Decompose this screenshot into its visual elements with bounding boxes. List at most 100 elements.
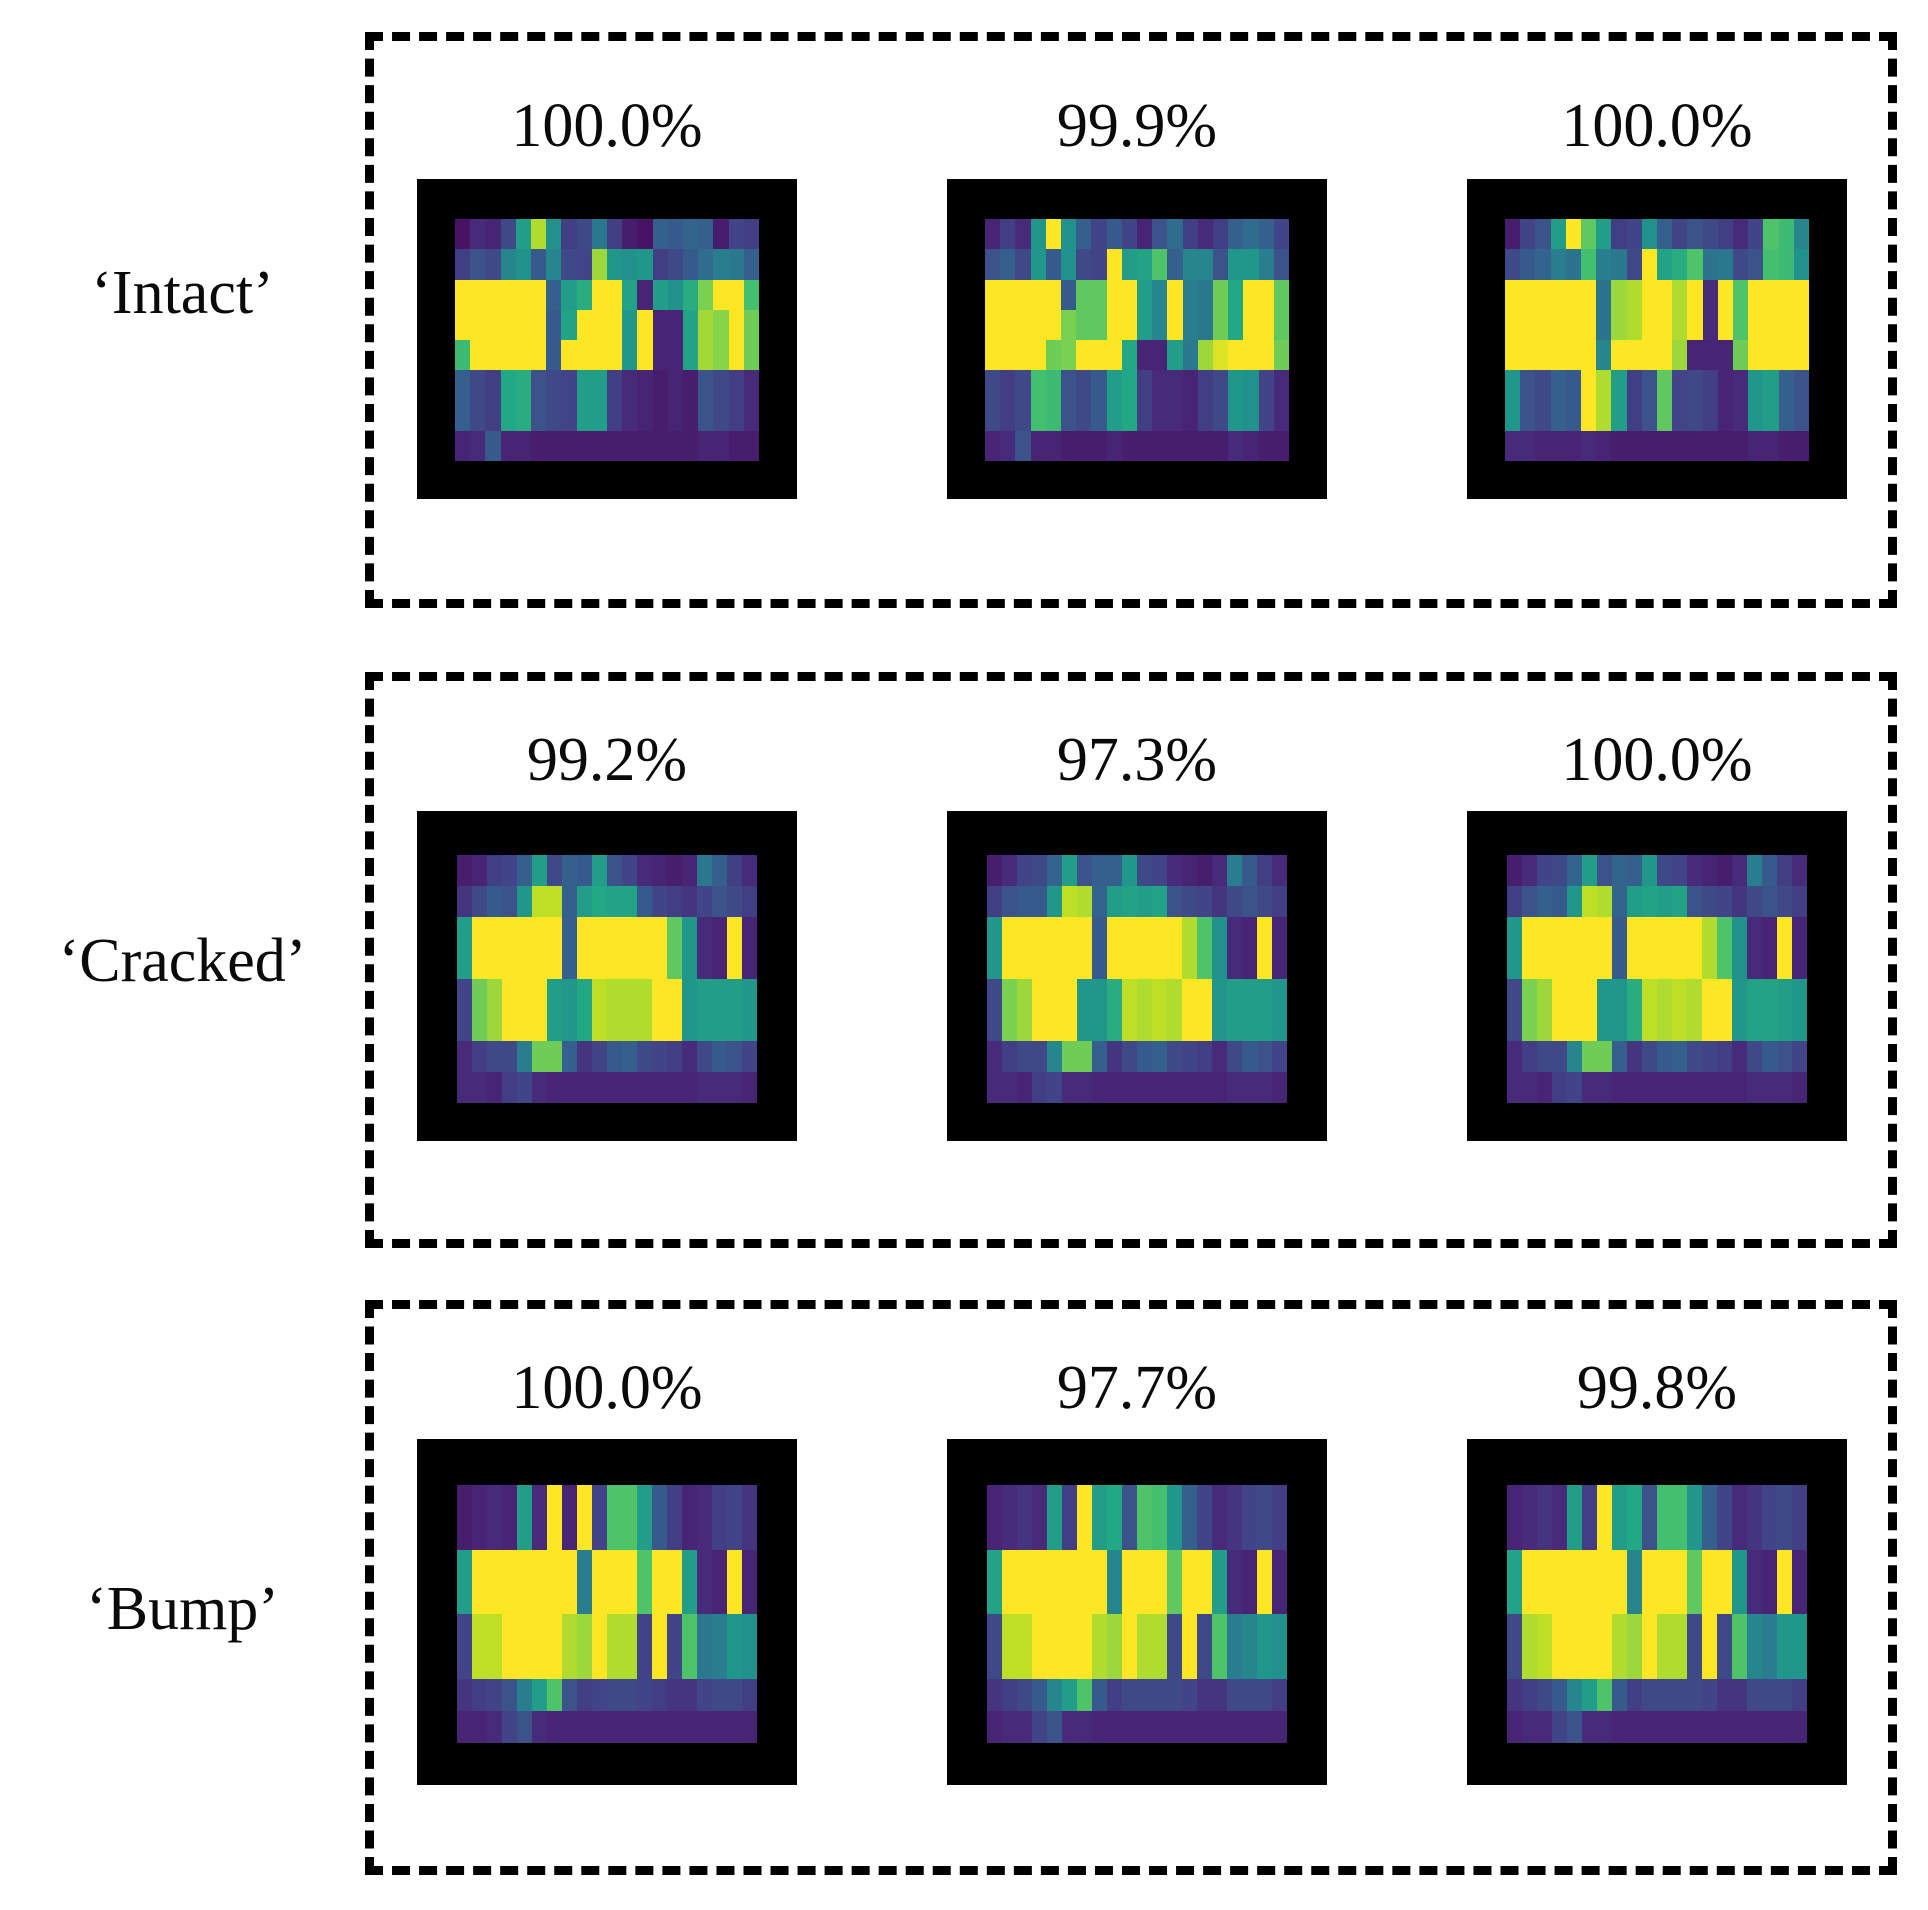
heatmap-cell	[1032, 1646, 1047, 1679]
heatmap-cell	[1717, 1517, 1732, 1550]
heatmap-cell	[697, 1041, 712, 1072]
heatmap-cell	[1672, 309, 1688, 340]
heatmap-cell	[697, 1485, 712, 1518]
heatmap-cell	[1106, 279, 1122, 310]
heatmap-cell	[1505, 400, 1521, 431]
heatmap-cell	[576, 219, 592, 250]
heatmap-cell	[1641, 340, 1657, 371]
heatmap-cell	[1612, 1517, 1627, 1550]
heatmap-cell	[1030, 219, 1046, 250]
heatmap-cell	[607, 1581, 622, 1614]
heatmap-cell	[1792, 917, 1807, 948]
heatmap-cell	[1535, 430, 1551, 461]
heatmap-cell	[1702, 948, 1717, 979]
heatmap-cell	[1197, 1072, 1212, 1103]
heatmap-cell	[1507, 855, 1522, 886]
heatmap-cell	[1167, 1710, 1182, 1743]
heatmap-cell	[1717, 886, 1732, 917]
heatmap-cell	[1657, 1678, 1672, 1711]
heatmap-cell	[1152, 948, 1167, 979]
heatmap-cell	[485, 370, 501, 401]
heatmap-cell	[712, 855, 727, 886]
heatmap-cell	[502, 1010, 517, 1041]
heatmap-cell	[1702, 917, 1717, 948]
heatmap-cell	[1672, 279, 1688, 310]
heatmap-cell	[1732, 979, 1747, 1010]
heatmap-cell	[1582, 917, 1597, 948]
heatmap-cell	[1182, 219, 1198, 250]
heatmap-grid	[1507, 1485, 1807, 1743]
heatmap-cell	[1137, 979, 1152, 1010]
heatmap-cell	[1137, 1678, 1152, 1711]
heatmap-cell	[1197, 249, 1213, 280]
heatmap-cell	[1537, 1485, 1552, 1518]
heatmap-cell	[1611, 279, 1627, 310]
heatmap-cell	[682, 309, 699, 340]
heatmap-cell	[1717, 1010, 1732, 1041]
heatmap-cell	[742, 855, 757, 886]
heatmap-cell	[592, 948, 607, 979]
heatmap-cell	[712, 1646, 727, 1679]
heatmap-cell	[1182, 1581, 1197, 1614]
heatmap-cell	[1702, 1517, 1717, 1550]
heatmap-cell	[1732, 1517, 1747, 1550]
heatmap-cell	[1537, 1517, 1552, 1550]
heatmap-cell	[637, 340, 653, 371]
heatmap-cell	[1243, 279, 1259, 310]
heatmap-cell	[562, 886, 577, 917]
heatmap-cell	[1522, 1581, 1537, 1614]
heatmap-cell	[502, 855, 517, 886]
heatmap-cell	[1045, 370, 1061, 401]
heatmap-cell	[1522, 1678, 1537, 1711]
heatmap-cell	[742, 1072, 757, 1103]
heatmap-cell	[1732, 279, 1749, 310]
heatmap-tile	[1467, 1439, 1847, 1785]
heatmap-cell	[1672, 400, 1688, 431]
heatmap-cell	[472, 1710, 487, 1743]
heatmap-cell	[1047, 1646, 1062, 1679]
heatmap-cell	[698, 249, 714, 280]
heatmap-cell	[1182, 309, 1198, 340]
heatmap-cell	[1507, 1549, 1522, 1582]
heatmap-cell	[1002, 1678, 1017, 1711]
heatmap-cell	[1212, 400, 1229, 431]
heatmap-cell	[1152, 1041, 1167, 1072]
heatmap-cell	[1763, 219, 1779, 250]
heatmap-cell	[1182, 1010, 1197, 1041]
heatmap-cell	[1167, 309, 1183, 340]
heatmap-cell	[577, 1010, 592, 1041]
heatmap-cell	[1702, 1041, 1717, 1072]
heatmap-cell	[515, 430, 531, 461]
heatmap-cell	[1656, 279, 1673, 310]
heatmap-cell	[562, 1010, 577, 1041]
heatmap-cell	[1047, 886, 1062, 917]
heatmap-cell	[562, 979, 577, 1010]
heatmap-grid	[455, 219, 759, 461]
heatmap-cell	[607, 979, 622, 1010]
heatmap-cell	[1047, 1614, 1062, 1647]
heatmap-cell	[577, 1072, 592, 1103]
heatmap-cell	[1015, 219, 1031, 250]
heatmap-cell	[682, 917, 697, 948]
heatmap-cell	[1732, 430, 1749, 461]
heatmap-cell	[500, 219, 516, 250]
heatmap-cell	[1167, 340, 1183, 371]
heatmap-cell	[1717, 219, 1733, 250]
heatmap-cell	[1257, 1581, 1272, 1614]
heatmap-cell	[1612, 1710, 1627, 1743]
heatmap-cell	[1136, 219, 1153, 250]
heatmap-cell	[607, 1614, 622, 1647]
heatmap-cell	[1228, 340, 1244, 371]
heatmap-cell	[515, 340, 531, 371]
heatmap-cell	[727, 886, 742, 917]
heatmap-cell	[1152, 309, 1168, 340]
heatmap-cell	[1702, 340, 1718, 371]
accuracy-label: 100.0%	[1561, 92, 1753, 160]
heatmap-cell	[1550, 340, 1566, 371]
heatmap-cell	[1717, 400, 1733, 431]
heatmap-cell	[652, 249, 668, 280]
heatmap-cell	[1136, 249, 1153, 280]
heatmap-cell	[1582, 1041, 1597, 1072]
heatmap-cell	[472, 1678, 487, 1711]
heatmap-cell	[1687, 1710, 1702, 1743]
